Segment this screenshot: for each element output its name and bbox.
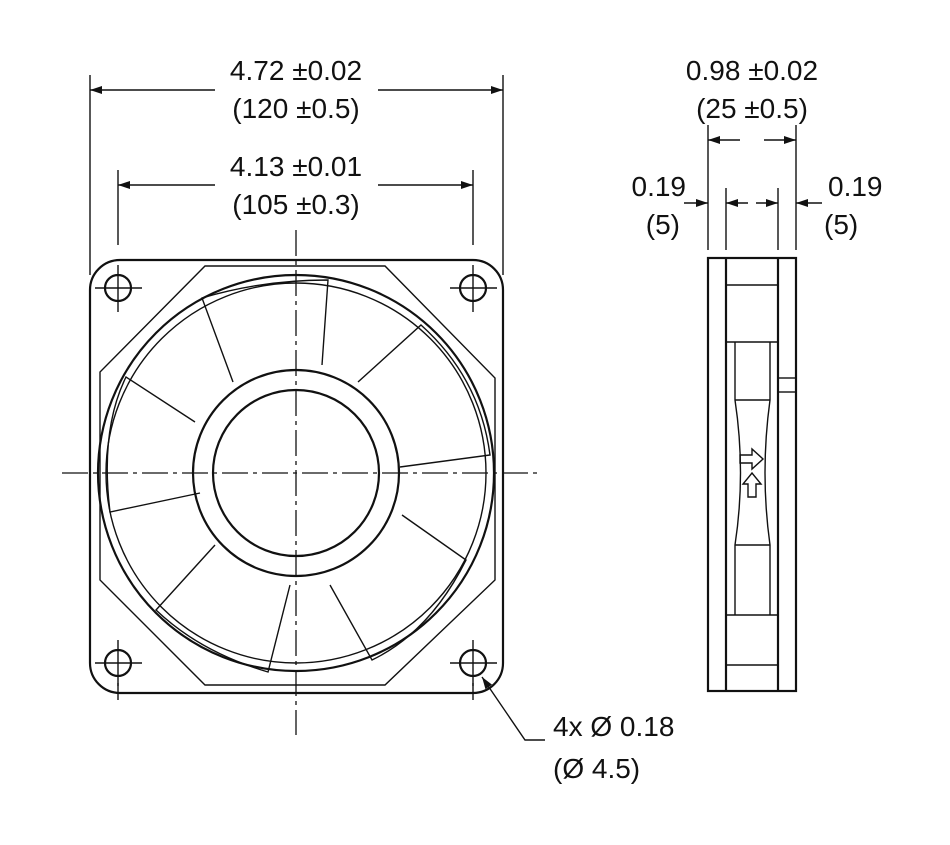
- fan-blades: [106, 279, 491, 673]
- right-flange-inch: 0.19: [828, 171, 883, 202]
- front-view: 4.72 ±0.02 (120 ±0.5) 4.13 ±0.01 (105 ±0…: [62, 55, 674, 784]
- mount-holes-inch: 4x Ø 0.18: [553, 711, 674, 742]
- hole-spacing-inch: 4.13 ±0.01: [230, 151, 362, 182]
- left-flange-inch: 0.19: [632, 171, 687, 202]
- mount-holes-mm: (Ø 4.5): [553, 753, 640, 784]
- overall-width-mm: (120 ±0.5): [232, 93, 359, 124]
- depth-inch: 0.98 ±0.02: [686, 55, 818, 86]
- hole-spacing-mm: (105 ±0.3): [232, 189, 359, 220]
- side-view: 0.98 ±0.02 (25 ±0.5) 0.19 (5) 0.19 (5): [632, 55, 883, 693]
- right-flange-mm: (5): [824, 209, 858, 240]
- side-hub-profile: [764, 342, 771, 615]
- mount-holes: [95, 265, 497, 686]
- hole-callout-leader: [481, 676, 545, 741]
- left-flange-mm: (5): [646, 209, 680, 240]
- overall-width-inch: 4.72 ±0.02: [230, 55, 362, 86]
- rotation-arrow-icon: [741, 471, 763, 498]
- depth-mm: (25 ±0.5): [696, 93, 808, 124]
- side-body: [706, 256, 798, 693]
- side-hub-profile: [734, 342, 742, 615]
- cable-tab: [777, 377, 797, 393]
- airflow-arrow-icon: [739, 447, 765, 471]
